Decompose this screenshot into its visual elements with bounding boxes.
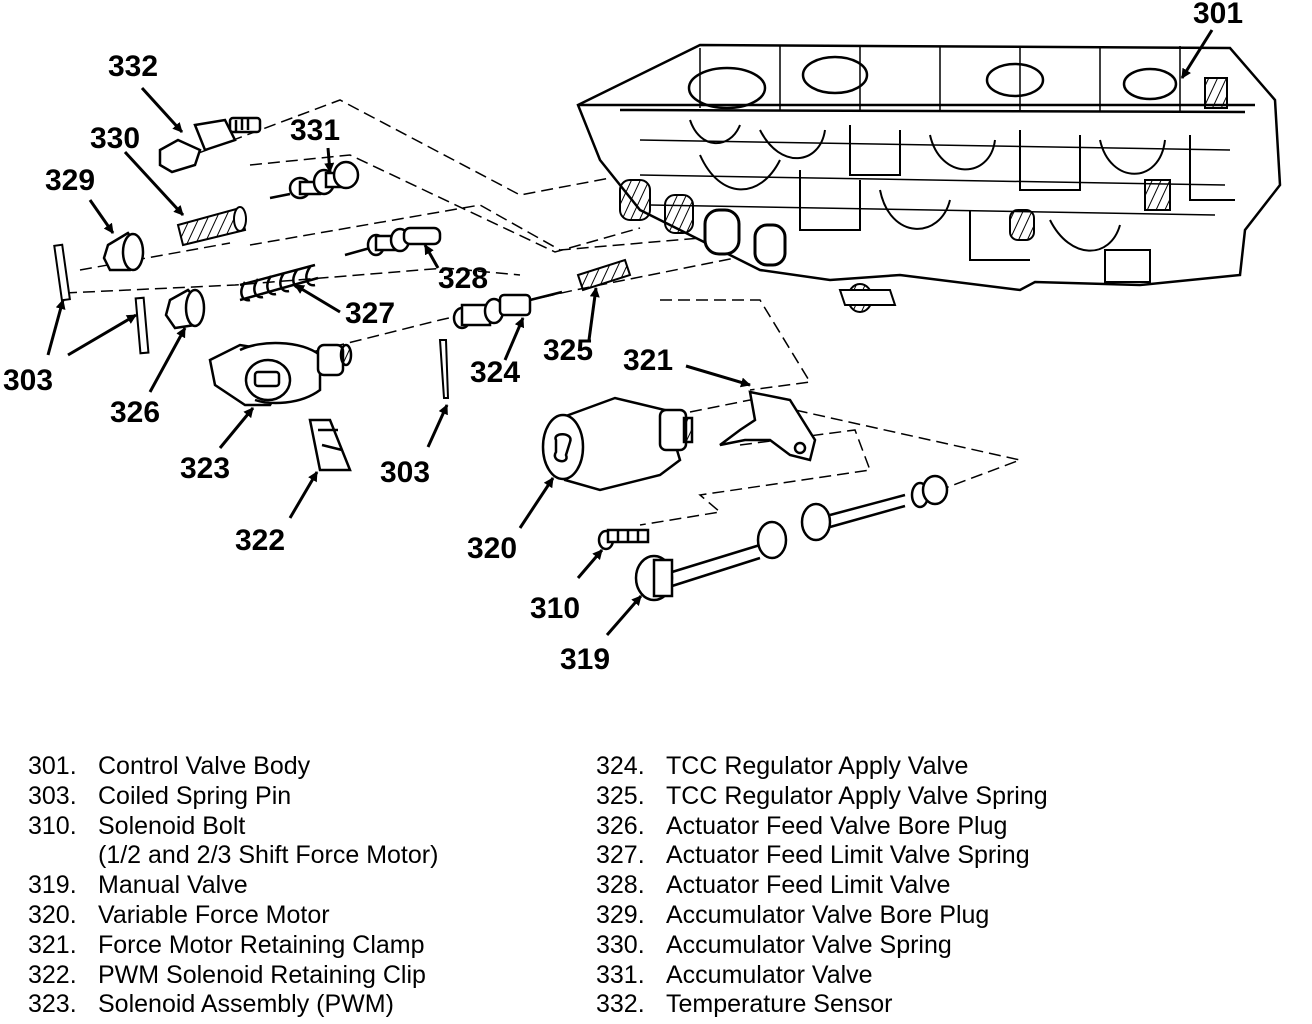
callout-328: 328 xyxy=(438,262,488,295)
legend-item: 310. Solenoid Bolt xyxy=(28,812,438,842)
callout-332: 332 xyxy=(108,50,158,83)
temperature-sensor xyxy=(158,116,262,174)
actuator-feed-limit-valve xyxy=(344,226,442,257)
legend-item-number: 328. xyxy=(596,871,645,900)
legend-item-description: Accumulator Valve xyxy=(666,960,873,989)
legend-item-number: 329. xyxy=(596,900,645,929)
legend-item-description: TCC Regulator Apply Valve xyxy=(666,752,969,780)
legend-item-description: Force Motor Retaining Clamp xyxy=(98,930,425,959)
legend-item-number: 327. xyxy=(596,841,645,870)
legend-item: 319. Manual Valve xyxy=(28,871,438,901)
legend-item-description: Solenoid Bolt xyxy=(98,811,246,840)
force-motor-retaining-clamp xyxy=(719,390,817,462)
legend-item-description: Variable Force Motor xyxy=(98,900,330,929)
assembly-guide-lines xyxy=(64,99,1023,526)
variable-force-motor xyxy=(541,396,694,492)
manual-valve xyxy=(634,474,949,602)
accumulator-valve-spring xyxy=(176,206,247,247)
pwm-solenoid-assembly xyxy=(208,341,353,407)
legend-item: 327. Actuator Feed Limit Valve Spring xyxy=(596,841,1048,871)
legend-item-number: 324. xyxy=(596,752,645,780)
legend-item-description: Temperature Sensor xyxy=(666,990,893,1019)
legend-item-description: Solenoid Assembly (PWM) xyxy=(98,990,394,1019)
callout-323: 323 xyxy=(180,452,230,485)
legend-item-number: 319. xyxy=(28,871,77,900)
parts-legend-right: 324. TCC Regulator Apply Valve 325. TCC … xyxy=(596,752,1048,1020)
callout-322: 322 xyxy=(235,524,285,557)
legend-item-number: 321. xyxy=(28,930,77,959)
accumulator-valve xyxy=(269,160,360,200)
legend-item-number: 330. xyxy=(596,930,645,959)
legend-item-description: Actuator Feed Valve Bore Plug xyxy=(666,811,1008,840)
legend-item: 330. Accumulator Valve Spring xyxy=(596,931,1048,961)
legend-item-description: Accumulator Valve Spring xyxy=(666,930,952,959)
callout-321: 321 xyxy=(623,344,673,377)
callout-324: 324 xyxy=(470,356,520,389)
legend-item-number: 332. xyxy=(596,990,645,1019)
actuator-feed-limit-valve-spring xyxy=(239,263,319,302)
legend-item: 332. Temperature Sensor xyxy=(596,990,1048,1020)
coiled-spring-pins xyxy=(53,243,450,399)
legend-item: 323. Solenoid Assembly (PWM) xyxy=(28,990,438,1020)
legend-item-number: 325. xyxy=(596,781,645,810)
callout-330: 330 xyxy=(90,122,140,155)
tcc-regulator-apply-valve xyxy=(452,290,563,330)
callout-326: 326 xyxy=(110,396,160,429)
legend-item-description: TCC Regulator Apply Valve Spring xyxy=(666,781,1048,810)
callout-327: 327 xyxy=(345,297,395,330)
callout-319: 319 xyxy=(560,643,610,676)
legend-item-number: 320. xyxy=(28,900,77,929)
legend-item-subtext: (1/2 and 2/3 Shift Force Motor) xyxy=(98,841,439,870)
control-valve-body xyxy=(576,43,1282,313)
pwm-solenoid-retaining-clip xyxy=(308,418,352,472)
legend-item-number: 310. xyxy=(28,811,77,840)
legend-item: 324. TCC Regulator Apply Valve xyxy=(596,752,1048,782)
tcc-regulator-apply-valve-spring xyxy=(576,258,632,292)
legend-item-description: Accumulator Valve Bore Plug xyxy=(666,900,990,929)
legend-item: 321. Force Motor Retaining Clamp xyxy=(28,931,438,961)
legend-item-description: Manual Valve xyxy=(98,871,248,900)
exploded-view-drawing: 301 332 330 331 329 328 327 325 324 321 … xyxy=(3,0,1282,676)
legend-item-number: 322. xyxy=(28,960,77,989)
legend-item: 325. TCC Regulator Apply Valve Spring xyxy=(596,782,1048,812)
legend-item-description: PWM Solenoid Retaining Clip xyxy=(98,960,426,989)
legend-item: 301. Control Valve Body xyxy=(28,752,438,782)
callout-320: 320 xyxy=(467,532,517,565)
callout-329: 329 xyxy=(45,164,95,197)
callout-310: 310 xyxy=(530,592,580,625)
legend-item: 303. Coiled Spring Pin xyxy=(28,782,438,812)
legend-item: 326. Actuator Feed Valve Bore Plug xyxy=(596,812,1048,842)
legend-item: 320. Variable Force Motor xyxy=(28,901,438,931)
legend-item: 331. Accumulator Valve xyxy=(596,961,1048,991)
legend-item-description: Actuator Feed Limit Valve xyxy=(666,871,951,900)
legend-item-number: 301. xyxy=(28,752,77,780)
legend-item-description: Control Valve Body xyxy=(98,752,311,780)
legend-item-number: 326. xyxy=(596,811,645,840)
legend-item-description: Actuator Feed Limit Valve Spring xyxy=(666,841,1030,870)
callout-301: 301 xyxy=(1193,0,1243,30)
legend-item: 322. PWM Solenoid Retaining Clip xyxy=(28,961,438,991)
legend-item-number: 331. xyxy=(596,960,645,989)
parts-legend-left: 301. Control Valve Body 303. Coiled Spri… xyxy=(28,752,438,1020)
callout-303-left: 303 xyxy=(3,364,53,397)
leader-arrows xyxy=(46,29,1214,636)
callout-303-right: 303 xyxy=(380,456,430,489)
legend-item-number: 323. xyxy=(28,990,77,1019)
actuator-feed-valve-bore-plug xyxy=(164,288,206,330)
callout-325: 325 xyxy=(543,334,593,367)
legend-item-description: Coiled Spring Pin xyxy=(98,781,292,810)
legend-item: 329. Accumulator Valve Bore Plug xyxy=(596,901,1048,931)
solenoid-bolt xyxy=(597,528,650,551)
legend-item: 328. Actuator Feed Limit Valve xyxy=(596,871,1048,901)
accumulator-valve-bore-plug xyxy=(102,231,145,272)
callout-331: 331 xyxy=(290,114,340,147)
legend-item-number: 303. xyxy=(28,781,77,810)
callout-labels: 301 332 330 331 329 328 327 325 324 321 … xyxy=(3,0,1243,676)
